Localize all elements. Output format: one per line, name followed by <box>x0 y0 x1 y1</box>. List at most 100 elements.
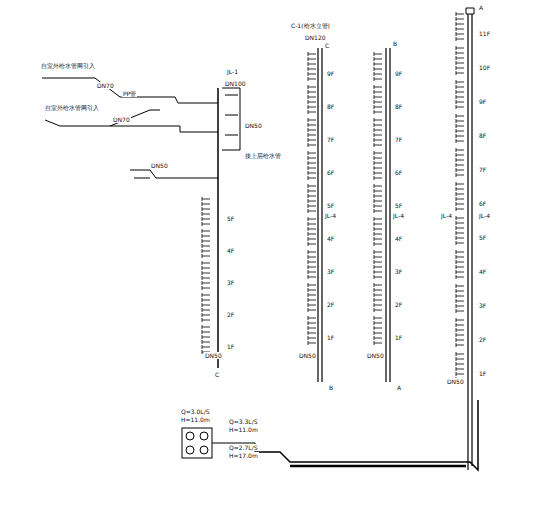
fixture-stub <box>308 204 316 208</box>
fixture-stub <box>374 217 382 221</box>
pipe-label: 10F <box>478 64 491 71</box>
fixture-stub <box>374 321 382 325</box>
fixture-stub <box>456 32 464 36</box>
pipe-label: DN50 <box>298 352 317 359</box>
fixture-stub <box>202 318 210 322</box>
pipe-label: 8F <box>326 103 335 110</box>
fixture-stub <box>456 362 464 366</box>
pipe-label: 7F <box>478 166 487 173</box>
fixture-stub <box>456 124 464 128</box>
fixture-stub <box>374 242 382 246</box>
fixture-stub <box>202 276 210 280</box>
fixture-stub <box>374 189 382 193</box>
fixture-stub <box>374 237 382 241</box>
fixture-stub <box>202 345 210 349</box>
fixture-stub <box>374 227 382 231</box>
supply-pipe <box>42 78 218 103</box>
riser-c <box>217 88 219 368</box>
pipe-label: 3F <box>226 279 235 286</box>
fixture-stub <box>308 189 316 193</box>
fixture-stub <box>456 46 464 50</box>
fixture-stub <box>308 85 316 89</box>
fixture-stub <box>374 95 382 99</box>
fixture-stub <box>456 309 464 313</box>
fixture-stub <box>374 143 382 147</box>
pipe-label: 4F <box>226 247 235 254</box>
pipe-label: 7F <box>326 136 335 143</box>
fixture-stub <box>308 138 316 142</box>
fixture-stub <box>308 110 316 114</box>
discharge-pipe <box>290 465 466 468</box>
fixture-stub <box>308 275 316 279</box>
fixture-stub <box>456 153 464 157</box>
pipe-label: 4F <box>326 235 335 242</box>
vent-cap <box>466 8 474 14</box>
fixture-stub <box>374 138 382 142</box>
fixture-stub <box>456 27 464 31</box>
fixture-stub <box>308 250 316 254</box>
fixture-stub <box>308 90 316 94</box>
pipe-label: 9F <box>394 70 403 77</box>
fixture-stub <box>456 71 464 75</box>
fixture-stub <box>456 105 464 109</box>
fixture-stub <box>308 209 316 213</box>
fixture-stub <box>374 166 382 170</box>
pipe-label: A <box>396 384 402 391</box>
pipe-label: 1F <box>478 370 487 377</box>
fixture-stub <box>374 204 382 208</box>
fixture-stub <box>202 212 210 216</box>
fixture-stub <box>456 289 464 293</box>
fixture-stub <box>308 156 316 160</box>
fixture-stub <box>456 357 464 361</box>
fixture-stub <box>308 52 316 56</box>
fixture-stub <box>374 110 382 114</box>
fixture-stub <box>456 197 464 201</box>
fixture-stub <box>308 67 316 71</box>
pipe-label: 1F <box>326 334 335 341</box>
fixture-stub <box>456 173 464 177</box>
fixture-stub <box>374 336 382 340</box>
fixture-stub <box>374 128 382 132</box>
fixture-stub <box>374 331 382 335</box>
pipe-label: 5F <box>326 202 335 209</box>
fixture-stub <box>456 284 464 288</box>
fixture-stub <box>374 62 382 66</box>
fixture-stub <box>374 133 382 137</box>
fixture-stub <box>374 265 382 269</box>
fixture-stub <box>456 85 464 89</box>
fixture-stub <box>308 123 316 127</box>
fixture-stub <box>456 168 464 172</box>
fixture-stub <box>456 163 464 167</box>
pipe-label: Q=2.7L/S <box>228 444 258 451</box>
fixture-stub <box>456 80 464 84</box>
fixture-stub <box>202 239 210 243</box>
riser-a <box>468 14 472 470</box>
fixture-stub <box>456 265 464 269</box>
fixture-stub <box>308 222 316 226</box>
fixture-stub <box>374 275 382 279</box>
fixture-stub <box>374 57 382 61</box>
fixture-stub <box>308 77 316 81</box>
riser-b2 <box>386 48 390 382</box>
fixture-stub <box>374 52 382 56</box>
fixture-stub <box>308 321 316 325</box>
fixture-stub <box>456 51 464 55</box>
pipe-label: JL-4 <box>440 212 453 219</box>
fixture-stub <box>308 255 316 259</box>
fixture-stub <box>202 249 210 253</box>
pipe-label: 4F <box>478 268 487 275</box>
fixture-stub <box>456 119 464 123</box>
pipe-label: JL-4 <box>392 212 405 219</box>
fixture-stub <box>308 133 316 137</box>
fixture-stub <box>456 56 464 60</box>
fixture-stub <box>374 156 382 160</box>
fixture-stub <box>308 303 316 307</box>
fixture-stub <box>374 250 382 254</box>
fixture-stub <box>374 123 382 127</box>
fixture-stub <box>374 232 382 236</box>
fixture-stub <box>374 270 382 274</box>
pipe-label: H=11.0m <box>180 416 211 423</box>
fixture-stub <box>308 57 316 61</box>
